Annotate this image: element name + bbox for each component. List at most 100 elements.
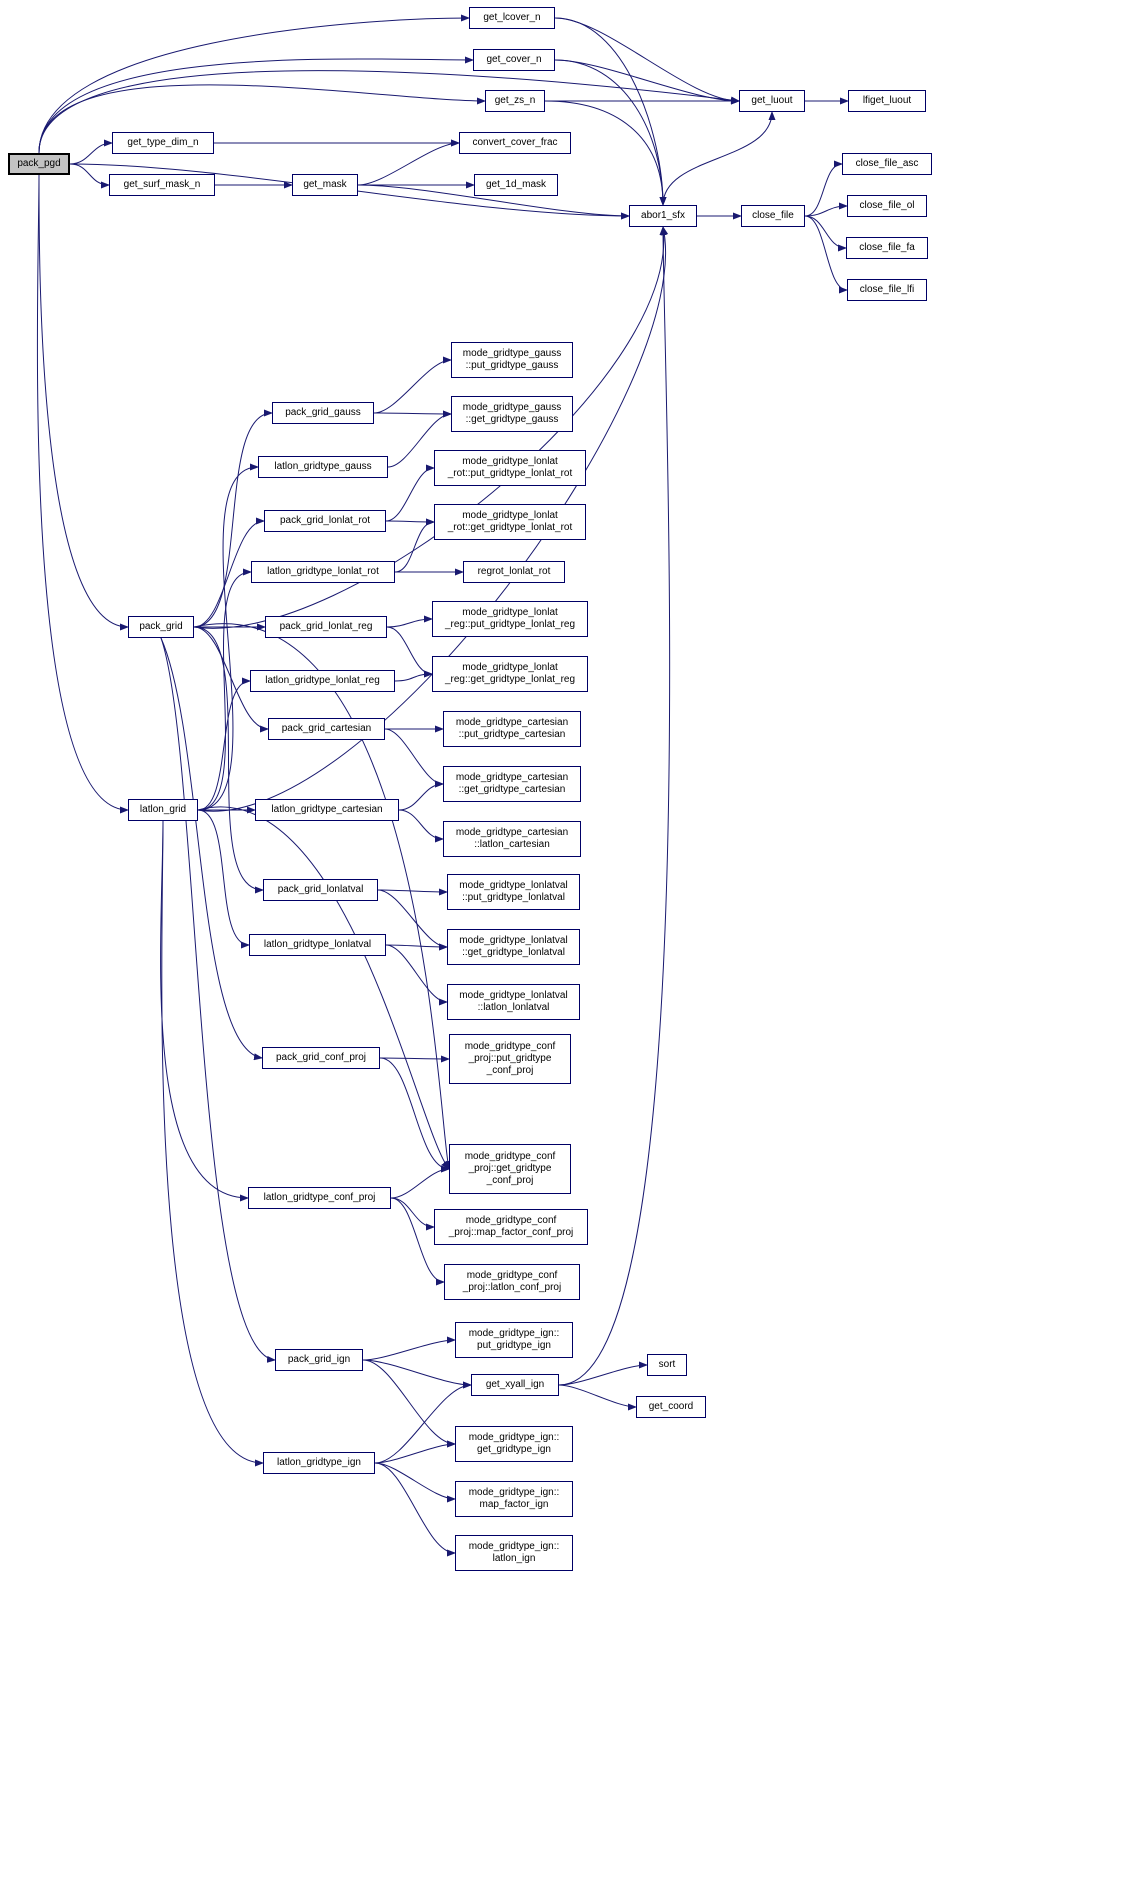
node-put_gridtype_lonlat_rot[interactable]: mode_gridtype_lonlat _rot::put_gridtype_…	[434, 450, 586, 486]
node-get_mask[interactable]: get_mask	[292, 174, 358, 196]
edge-pack_pgd-to-get_zs_n	[38, 84, 486, 154]
edge-get_lcover_n-to-get_luout	[554, 17, 740, 105]
edge-pack_grid_lonlatval-to-put_gridtype_lonlatval	[377, 888, 448, 896]
node-put_gridtype_ign[interactable]: mode_gridtype_ign:: put_gridtype_ign	[455, 1322, 573, 1358]
edge-close_file-to-close_file_lfi	[804, 215, 848, 294]
edge-latlon_grid-to-latlon_gridtype_conf_proj	[160, 820, 249, 1202]
edge-pack_grid_gauss-to-get_gridtype_gauss	[373, 410, 452, 418]
node-get_coord[interactable]: get_coord	[636, 1396, 706, 1418]
edge-close_file-to-close_file_fa	[804, 215, 847, 252]
edge-get_zs_n-to-abor1_sfx	[544, 100, 667, 206]
node-get_xyall_ign[interactable]: get_xyall_ign	[471, 1374, 559, 1396]
node-latlon_ign[interactable]: mode_gridtype_ign:: latlon_ign	[455, 1535, 573, 1571]
edge-latlon_gridtype_gauss-to-get_gridtype_gauss	[387, 410, 452, 468]
edge-pack_pgd-to-get_lcover_n	[38, 14, 470, 154]
node-get_gridtype_cartesian[interactable]: mode_gridtype_cartesian ::get_gridtype_c…	[443, 766, 581, 802]
edge-latlon_gridtype_ign-to-get_xyall_ign	[374, 1381, 472, 1464]
node-latlon_gridtype_lonlat_rot[interactable]: latlon_gridtype_lonlat_rot	[251, 561, 395, 583]
node-get_surf_mask_n[interactable]: get_surf_mask_n	[109, 174, 215, 196]
node-pack_grid_gauss[interactable]: pack_grid_gauss	[272, 402, 374, 424]
node-put_gridtype_lonlatval[interactable]: mode_gridtype_lonlatval ::put_gridtype_l…	[447, 874, 580, 910]
node-sort[interactable]: sort	[647, 1354, 687, 1376]
node-put_gridtype_conf_proj[interactable]: mode_gridtype_conf _proj::put_gridtype _…	[449, 1034, 571, 1084]
node-get_cover_n[interactable]: get_cover_n	[473, 49, 555, 71]
node-get_type_dim_n[interactable]: get_type_dim_n	[112, 132, 214, 154]
node-pack_grid_lonlatval[interactable]: pack_grid_lonlatval	[263, 879, 378, 901]
node-get_luout[interactable]: get_luout	[739, 90, 805, 112]
node-latlon_gridtype_ign[interactable]: latlon_gridtype_ign	[263, 1452, 375, 1474]
edge-latlon_grid-to-latlon_gridtype_lonlat_rot	[197, 568, 252, 811]
edge-get_mask-to-convert_cover_frac	[357, 139, 460, 186]
node-regrot_lonlat_rot[interactable]: regrot_lonlat_rot	[463, 561, 565, 583]
edge-pack_grid_lonlat_reg-to-put_gridtype_lonlat_reg	[386, 615, 433, 628]
node-get_gridtype_lonlat_rot[interactable]: mode_gridtype_lonlat _rot::get_gridtype_…	[434, 504, 586, 540]
node-put_gridtype_gauss[interactable]: mode_gridtype_gauss ::put_gridtype_gauss	[451, 342, 573, 378]
node-pack_grid_lonlat_reg[interactable]: pack_grid_lonlat_reg	[265, 616, 387, 638]
node-close_file_asc[interactable]: close_file_asc	[842, 153, 932, 175]
node-put_gridtype_cartesian[interactable]: mode_gridtype_cartesian ::put_gridtype_c…	[443, 711, 581, 747]
node-close_file_ol[interactable]: close_file_ol	[847, 195, 927, 217]
edge-pack_grid_cartesian-to-get_gridtype_cartesian	[384, 728, 444, 788]
node-latlon_gridtype_cartesian[interactable]: latlon_gridtype_cartesian	[255, 799, 399, 821]
edge-pack_grid_conf_proj-to-get_gridtype_conf_proj	[379, 1057, 450, 1173]
edge-close_file-to-close_file_ol	[804, 202, 848, 217]
node-get_gridtype_gauss[interactable]: mode_gridtype_gauss ::get_gridtype_gauss	[451, 396, 573, 432]
node-put_gridtype_lonlat_reg[interactable]: mode_gridtype_lonlat _reg::put_gridtype_…	[432, 601, 588, 637]
node-get_gridtype_lonlat_reg[interactable]: mode_gridtype_lonlat _reg::get_gridtype_…	[432, 656, 588, 692]
edge-latlon_gridtype_lonlatval-to-get_gridtype_lonlatval	[385, 943, 448, 951]
edge-latlon_gridtype_ign-to-get_gridtype_ign	[374, 1440, 456, 1464]
node-lfiget_luout[interactable]: lfiget_luout	[848, 90, 926, 112]
edge-abor1_sfx-to-get_luout	[662, 111, 776, 206]
node-latlon_gridtype_gauss[interactable]: latlon_gridtype_gauss	[258, 456, 388, 478]
node-pack_grid_lonlat_rot[interactable]: pack_grid_lonlat_rot	[264, 510, 386, 532]
edge-latlon_gridtype_ign-to-latlon_ign	[374, 1462, 456, 1557]
edge-latlon_gridtype_lonlatval-to-latlon_lonlatval	[385, 944, 448, 1006]
edge-pack_grid-to-get_gridtype_conf_proj	[193, 623, 451, 1170]
edge-pack_grid_lonlatval-to-get_gridtype_lonlatval	[377, 889, 448, 951]
node-latlon_conf_proj[interactable]: mode_gridtype_conf _proj::latlon_conf_pr…	[444, 1264, 580, 1300]
edge-pack_pgd-to-get_surf_mask_n	[69, 163, 110, 189]
node-latlon_cartesian[interactable]: mode_gridtype_cartesian ::latlon_cartesi…	[443, 821, 581, 857]
node-close_file_fa[interactable]: close_file_fa	[846, 237, 928, 259]
node-close_file[interactable]: close_file	[741, 205, 805, 227]
node-pack_grid_ign[interactable]: pack_grid_ign	[275, 1349, 363, 1371]
node-latlon_gridtype_lonlat_reg[interactable]: latlon_gridtype_lonlat_reg	[250, 670, 395, 692]
edge-latlon_gridtype_lonlat_reg-to-get_gridtype_lonlat_reg	[394, 670, 433, 682]
edge-pack_pgd-to-get_cover_n	[38, 56, 474, 154]
edge-get_xyall_ign-to-get_coord	[558, 1384, 637, 1411]
edge-pack_pgd-to-get_luout	[38, 70, 740, 154]
edge-latlon_gridtype_lonlat_rot-to-get_gridtype_lonlat_rot	[394, 518, 435, 573]
node-latlon_lonlatval[interactable]: mode_gridtype_lonlatval ::latlon_lonlatv…	[447, 984, 580, 1020]
node-pack_grid_cartesian[interactable]: pack_grid_cartesian	[268, 718, 385, 740]
edge-get_cover_n-to-abor1_sfx	[554, 59, 667, 206]
node-pack_pgd: pack_pgd	[8, 153, 70, 175]
node-get_zs_n[interactable]: get_zs_n	[485, 90, 545, 112]
node-get_gridtype_lonlatval[interactable]: mode_gridtype_lonlatval ::get_gridtype_l…	[447, 929, 580, 965]
node-get_gridtype_conf_proj[interactable]: mode_gridtype_conf _proj::get_gridtype _…	[449, 1144, 571, 1194]
edge-latlon_gridtype_conf_proj-to-get_gridtype_conf_proj	[390, 1165, 450, 1199]
node-abor1_sfx[interactable]: abor1_sfx	[629, 205, 697, 227]
edge-pack_grid_conf_proj-to-put_gridtype_conf_proj	[379, 1055, 450, 1063]
node-get_1d_mask[interactable]: get_1d_mask	[474, 174, 558, 196]
edge-pack_pgd-to-latlon_grid	[36, 174, 129, 814]
edge-pack_grid_lonlat_reg-to-get_gridtype_lonlat_reg	[386, 626, 433, 678]
edge-latlon_gridtype_cartesian-to-get_gridtype_cartesian	[398, 780, 444, 811]
node-get_lcover_n[interactable]: get_lcover_n	[469, 7, 555, 29]
node-convert_cover_frac[interactable]: convert_cover_frac	[459, 132, 571, 154]
node-latlon_gridtype_lonlatval[interactable]: latlon_gridtype_lonlatval	[249, 934, 386, 956]
edge-pack_pgd-to-get_type_dim_n	[69, 139, 113, 165]
node-latlon_grid[interactable]: latlon_grid	[128, 799, 198, 821]
node-close_file_lfi[interactable]: close_file_lfi	[847, 279, 927, 301]
edge-get_lcover_n-to-abor1_sfx	[554, 17, 667, 206]
edge-latlon_grid-to-abor1_sfx	[197, 226, 669, 812]
node-latlon_gridtype_conf_proj[interactable]: latlon_gridtype_conf_proj	[248, 1187, 391, 1209]
edge-latlon_gridtype_conf_proj-to-latlon_conf_proj	[390, 1197, 445, 1286]
node-pack_grid[interactable]: pack_grid	[128, 616, 194, 638]
node-map_factor_ign[interactable]: mode_gridtype_ign:: map_factor_ign	[455, 1481, 573, 1517]
edge-pack_grid_ign-to-put_gridtype_ign	[362, 1336, 456, 1361]
node-pack_grid_conf_proj[interactable]: pack_grid_conf_proj	[262, 1047, 380, 1069]
node-get_gridtype_ign[interactable]: mode_gridtype_ign:: get_gridtype_ign	[455, 1426, 573, 1462]
node-map_factor_conf_proj[interactable]: mode_gridtype_conf _proj::map_factor_con…	[434, 1209, 588, 1245]
